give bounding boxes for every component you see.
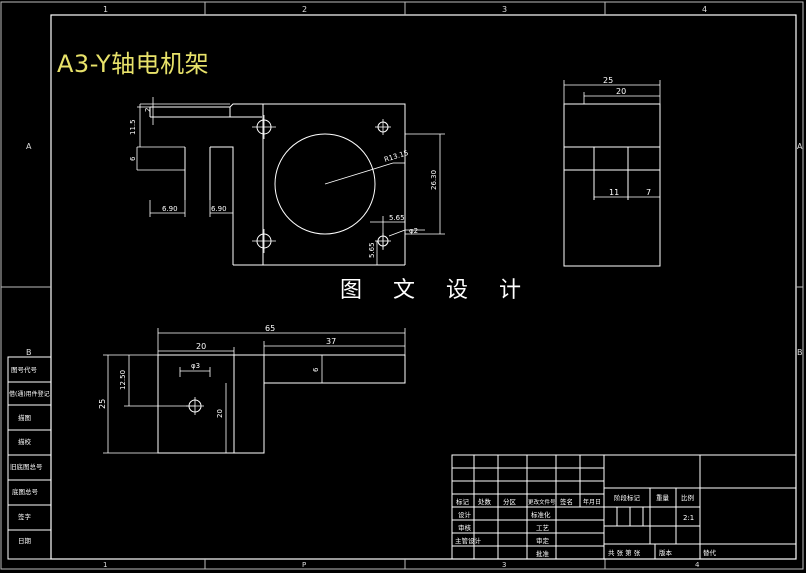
tb-weight-header: 重量 [656, 494, 670, 502]
side-record-table [7, 356, 52, 560]
zone-bottom-2: P [302, 561, 306, 569]
zone-left-b: B [26, 348, 32, 357]
dim-front-5-65-h: 5.65 [389, 214, 405, 222]
dim-front-6: 6 [129, 156, 137, 161]
title-block [451, 454, 797, 560]
dim-front-2: 2 [144, 108, 152, 112]
zone-top-2: 2 [302, 5, 307, 14]
watermark-text: 图 文 设 计 [340, 278, 533, 303]
dim-front-height: 26.30 [430, 170, 438, 190]
dim-front-5-65-v: 5.65 [368, 242, 376, 258]
dim-front-11-5: 11.5 [129, 119, 137, 135]
zone-bottom-4: 4 [695, 561, 700, 569]
top-view-dimensions [103, 328, 406, 454]
dim-side-7: 7 [646, 188, 651, 197]
front-view-centerlines [252, 115, 391, 253]
side-cell-borrow: 借(通)用件登记 [9, 390, 50, 398]
side-cell-sign: 签字 [18, 512, 32, 521]
tb-standard: 标准化 [531, 510, 551, 519]
side-cell-base-number: 底图总号 [12, 487, 39, 496]
tb-review: 审核 [458, 523, 472, 532]
front-view-dimensions [136, 97, 445, 266]
tb-scale-value: 2:1 [683, 514, 694, 522]
tb-approve-final: 审定 [536, 536, 550, 545]
tb-count: 处数 [478, 497, 492, 506]
tb-signature: 签名 [560, 497, 573, 506]
dim-top-37: 37 [326, 337, 336, 346]
tb-zone: 分区 [503, 497, 517, 506]
dim-front-6-90-left: 6.90 [162, 205, 178, 213]
front-view [149, 103, 406, 266]
zone-bottom-3: 3 [502, 561, 506, 569]
dim-front-6-90-right: 6.90 [211, 205, 227, 213]
tb-sheets: 共 张 第 张 [608, 548, 641, 557]
dim-top-6: 6 [312, 367, 320, 372]
dim-side-20: 20 [616, 87, 626, 96]
tb-scale-header: 比例 [681, 493, 694, 502]
side-cell-date: 日期 [18, 537, 32, 545]
dim-side-11: 11 [609, 188, 619, 197]
dim-top-12-50: 12.50 [119, 370, 127, 390]
zone-bottom-1: 1 [103, 561, 107, 569]
side-cell-check: 描校 [18, 437, 32, 446]
side-view [563, 103, 661, 267]
tb-mark: 标记 [456, 497, 470, 506]
tb-approve: 批准 [536, 549, 550, 558]
tb-version: 版本 [659, 548, 673, 557]
tb-chief-design: 主管设计 [455, 536, 482, 545]
zone-top-1: 1 [103, 5, 108, 14]
dim-top-hole: φ3 [191, 362, 200, 370]
dim-top-20-v: 20 [216, 409, 224, 418]
side-cell-code: 图号代号 [11, 365, 38, 374]
dim-top-65: 65 [265, 324, 275, 333]
tb-design: 设计 [458, 510, 472, 519]
tb-process: 工艺 [536, 524, 550, 532]
tb-date: 年月日 [583, 498, 601, 506]
zone-right-b: B [797, 348, 803, 357]
dim-top-25: 25 [98, 399, 107, 409]
side-cell-old-number: 旧底图总号 [10, 462, 43, 471]
tb-change-doc: 更改文件号 [528, 498, 556, 506]
zone-left-a: A [26, 142, 32, 151]
drawing-title: A3-Y轴电机架 [57, 50, 210, 78]
dim-side-25: 25 [603, 76, 613, 85]
dim-front-hole: φ2 [409, 227, 418, 235]
tb-stage-header: 阶段标记 [614, 493, 641, 502]
dim-top-20: 20 [196, 342, 206, 351]
tb-replace: 替代 [703, 548, 717, 557]
side-cell-trace: 描图 [18, 413, 31, 422]
zone-top-4: 4 [702, 5, 707, 14]
zone-top-3: 3 [502, 5, 507, 14]
side-view-dimensions [563, 80, 661, 198]
zone-right-a: A [797, 142, 803, 151]
